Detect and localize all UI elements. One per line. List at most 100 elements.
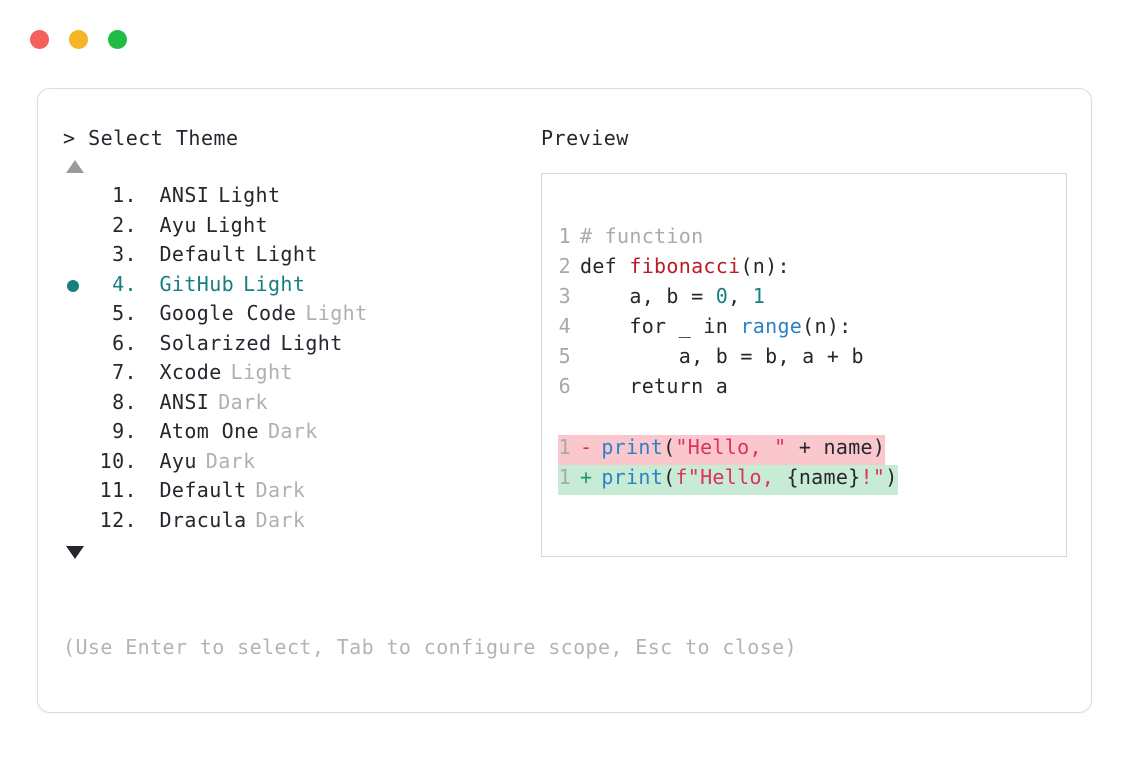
theme-item-variant: Light — [205, 212, 268, 237]
code-line-number: 4 — [558, 314, 571, 338]
code-line-number: 6 — [558, 374, 571, 398]
code-token: print — [601, 435, 664, 459]
code-line-text: a, b = b, a + b — [580, 344, 864, 368]
theme-item-name: ANSI — [159, 389, 210, 414]
theme-item-name: ANSI — [159, 183, 210, 207]
scroll-up-icon[interactable] — [66, 160, 84, 173]
theme-item-variant: Light — [255, 242, 318, 266]
code-line-text: a, b = 0, 1 — [580, 284, 765, 308]
code-line-text: # function — [580, 224, 703, 248]
code-token: fibonacci — [629, 254, 741, 278]
theme-item-variant: Light — [243, 271, 306, 296]
code-line-text: return a — [580, 374, 728, 398]
code-line: 1# function — [558, 224, 703, 254]
theme-item-name: Ayu — [159, 212, 197, 237]
theme-item-number: 4. — [112, 271, 137, 296]
theme-item-variant: Light — [280, 330, 343, 355]
code-line-number: 5 — [558, 344, 571, 368]
bullet-placeholder — [63, 508, 91, 538]
diff-line-text: print(f"Hello, {name}!") — [601, 465, 897, 489]
code-spacer — [558, 404, 1066, 435]
code-token: a, b = — [580, 284, 716, 308]
theme-list-item[interactable]: 2. Ayu Light — [63, 213, 533, 243]
theme-item-gap — [137, 242, 159, 266]
bullet-placeholder — [63, 360, 91, 390]
theme-item-gap — [137, 449, 159, 473]
code-token: ( — [663, 435, 676, 459]
theme-item-gap — [137, 183, 159, 207]
bullet-placeholder — [63, 478, 91, 508]
theme-item-gap — [137, 419, 159, 443]
code-line: 4 for _ in range(n): — [558, 314, 852, 344]
theme-item-number: 2. — [112, 212, 137, 237]
theme-item-number: 7. — [112, 360, 137, 384]
code-line: 5 a, b = b, a + b — [558, 344, 864, 374]
code-token: return a — [580, 374, 729, 398]
code-token: def — [580, 254, 630, 278]
preview-label: Preview — [541, 126, 629, 150]
code-token: a, b = b, a + b — [580, 344, 864, 368]
theme-item-gap — [137, 301, 159, 325]
bullet-placeholder — [63, 301, 91, 331]
code-line-text: def fibonacci(n): — [580, 254, 790, 278]
theme-item-number: 8. — [112, 389, 137, 414]
theme-item-gap — [137, 272, 159, 296]
theme-item-name: Ayu — [159, 448, 197, 473]
theme-item-variant: Light — [230, 360, 293, 384]
scroll-down-icon[interactable] — [66, 546, 84, 559]
code-token: 1 — [752, 284, 766, 308]
theme-item-number: 3. — [112, 242, 137, 266]
bullet-placeholder — [63, 242, 91, 272]
theme-item-variant: Light — [218, 183, 281, 207]
theme-list-item[interactable]: 4. GitHub Light — [63, 272, 533, 302]
bullet-placeholder — [63, 213, 91, 243]
code-line: 2 def fibonacci(n): — [558, 254, 790, 284]
minimize-window-button[interactable] — [69, 30, 88, 49]
selection-dot — [67, 280, 79, 293]
theme-item-variant: Dark — [255, 478, 306, 502]
code-line-number: 2 — [558, 254, 571, 278]
diff-removed-line: 1-print("Hello, " + name) — [558, 435, 886, 465]
theme-item-variant: Light — [305, 301, 368, 325]
code-token: , — [728, 284, 753, 308]
theme-item-name: Solarized — [159, 330, 272, 355]
theme-item-variant: Dark — [255, 507, 306, 532]
window-traffic-lights — [30, 30, 127, 49]
code-token: (n): — [802, 314, 852, 338]
diff-block: 1-print("Hello, " + name)1+print(f"Hello… — [558, 435, 1066, 495]
code-token: # function — [580, 224, 704, 248]
code-token: + name) — [786, 435, 886, 459]
theme-item-variant: Dark — [218, 389, 268, 414]
theme-item-name: Atom One — [159, 419, 259, 443]
code-token: for _ in — [580, 314, 741, 338]
code-line-text: for _ in range(n): — [580, 314, 852, 338]
theme-item-name: Default — [159, 478, 247, 502]
theme-list-item[interactable]: 7. Xcode Light — [63, 360, 533, 390]
close-window-button[interactable] — [30, 30, 49, 49]
theme-item-name: Xcode — [159, 360, 222, 384]
theme-item-name: Dracula — [159, 507, 247, 532]
code-token: "Hello, " — [675, 435, 787, 459]
theme-item-number: 10. — [99, 448, 137, 473]
theme-list-item[interactable]: 8. ANSI Dark — [63, 390, 533, 420]
code-token: print — [601, 465, 664, 489]
theme-item-name: GitHub — [159, 271, 235, 296]
maximize-window-button[interactable] — [108, 30, 127, 49]
diff-line-number: 1 — [558, 465, 571, 489]
code-token: (n): — [740, 254, 790, 278]
code-line: 6 return a — [558, 374, 728, 404]
